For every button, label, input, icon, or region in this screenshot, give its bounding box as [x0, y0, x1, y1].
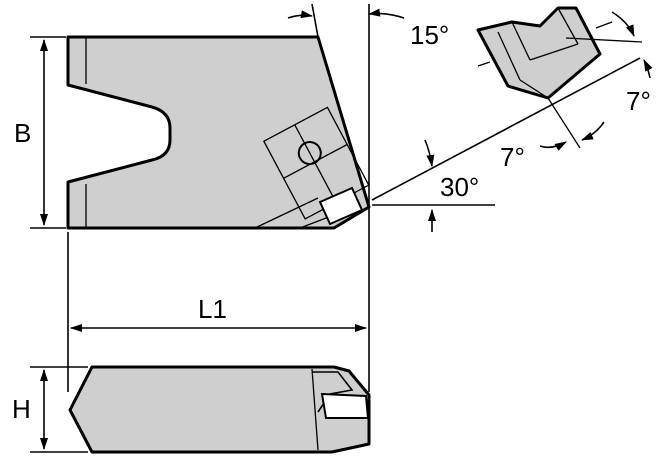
- clearance-arc-left: [287, 10, 313, 19]
- clamp-screw: [297, 141, 322, 166]
- insert-top-extension: [565, 37, 643, 43]
- insert-detail-view: 7° 7°: [476, 6, 653, 172]
- lead-angle-line: [371, 57, 641, 201]
- angle-15-label: 15°: [410, 20, 449, 50]
- right-angle-arc-top: [611, 11, 635, 37]
- side-view: [68, 365, 371, 454]
- lead-arc-top: [424, 139, 435, 167]
- angle-7-right-label: 7°: [626, 86, 651, 116]
- clearance-extension: [311, 3, 319, 38]
- holder-body-top: [66, 35, 371, 230]
- insert-edge-extension: [547, 97, 581, 149]
- b-label: B: [14, 118, 31, 148]
- right-angle-arc-bottom: [643, 59, 653, 79]
- side-step-line: [311, 368, 319, 451]
- holder-body-side: [68, 365, 371, 454]
- h-label: H: [12, 394, 31, 424]
- lower-angle-arc-left: [539, 141, 567, 151]
- l1-label: L1: [198, 294, 227, 324]
- insert-detail-body: [476, 6, 602, 100]
- clearance-arc-right: [368, 8, 405, 19]
- angle-30-label: 30°: [440, 172, 479, 202]
- angle-7-lower-label: 7°: [500, 142, 525, 172]
- bevel-line: [254, 197, 319, 229]
- lower-angle-arc-right: [581, 121, 605, 141]
- cutting-insert: [318, 186, 364, 226]
- top-view: [66, 35, 371, 230]
- side-insert: [320, 392, 370, 419]
